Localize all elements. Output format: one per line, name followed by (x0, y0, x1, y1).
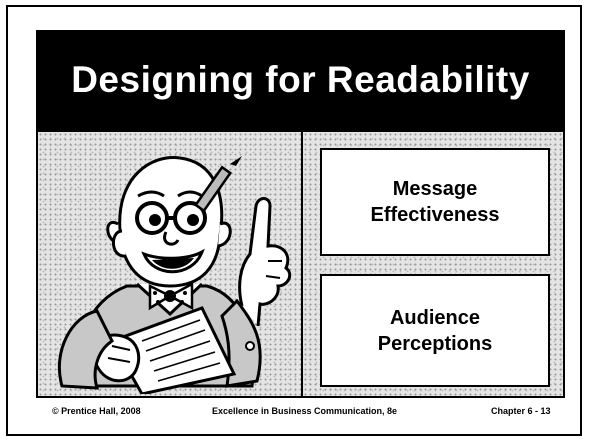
footer-copyright: © Prentice Hall, 2008 (52, 406, 141, 416)
content-panel: Message Effectiveness Audience Perceptio… (36, 130, 565, 398)
panel-divider (301, 132, 303, 396)
cartoon-man-with-checklist-icon (57, 156, 292, 394)
footer-chapter: Chapter 6 - 13 (491, 406, 551, 416)
topic-label: Audience Perceptions (378, 305, 492, 357)
topic-box-audience-perceptions: Audience Perceptions (320, 274, 550, 387)
topic-line: Audience (389, 306, 480, 329)
topic-line: Effectiveness (370, 204, 500, 226)
footer-book-title: Excellence in Business Communication, 8e (212, 406, 398, 416)
topic-line: Message (392, 178, 478, 200)
topic-line: Perceptions (377, 332, 493, 355)
slide-title: Designing for Readability (71, 59, 530, 100)
title-bar: Designing for Readability (36, 30, 565, 130)
topic-label: Message Effectiveness (371, 176, 500, 228)
topic-box-message-effectiveness: Message Effectiveness (320, 148, 550, 256)
